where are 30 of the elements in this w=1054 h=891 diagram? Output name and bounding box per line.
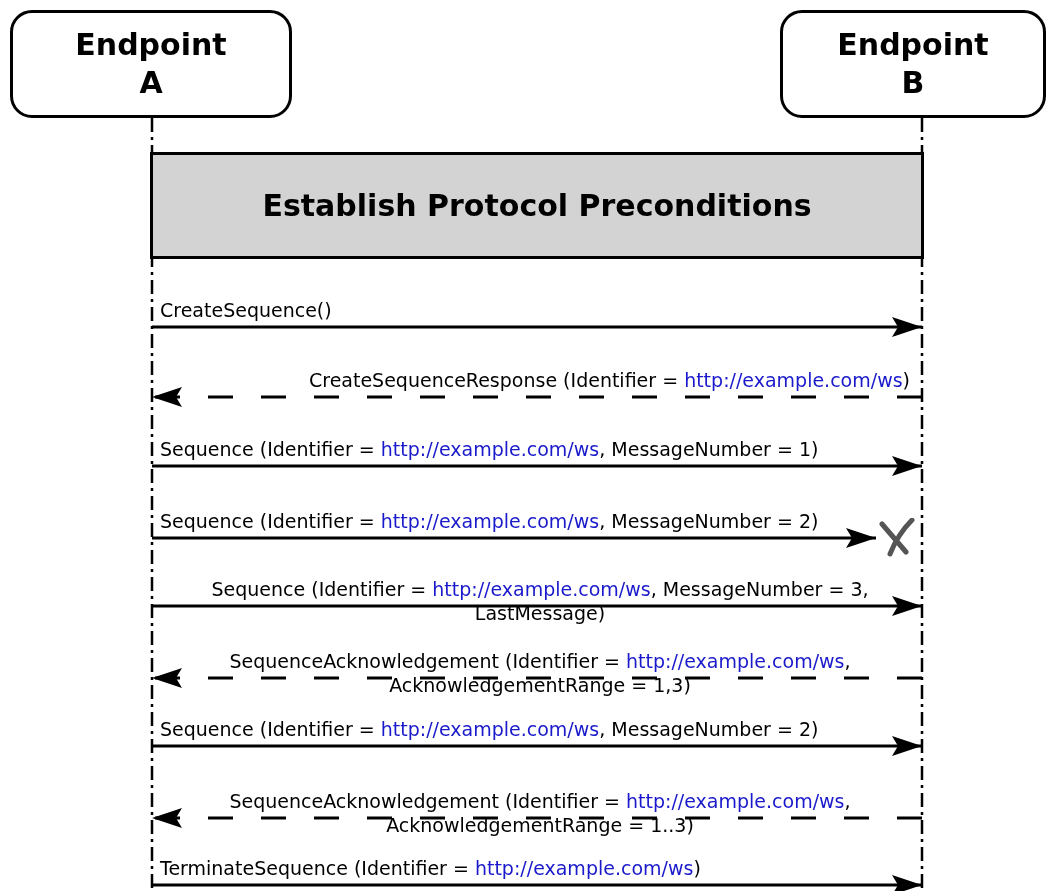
message-arrow bbox=[152, 596, 922, 616]
participant-name: Endpoint A bbox=[74, 26, 228, 102]
message-arrow bbox=[152, 808, 922, 828]
message-arrow bbox=[152, 528, 876, 548]
message-arrow bbox=[152, 456, 922, 476]
link: http://example.com/ws bbox=[626, 790, 845, 812]
edge-label: Sequence (Identifier = http://example.com/ws, MessageNumber = 3, LastMessage) bbox=[210, 577, 870, 625]
link: http://example.com/ws bbox=[684, 369, 903, 391]
message-arrow bbox=[152, 317, 922, 337]
edge-label: SequenceAcknowledgement (Identifier = http://example.com/ws, AcknowledgementRange = 1,3) bbox=[228, 649, 852, 697]
message-arrow bbox=[152, 736, 922, 756]
link: http://example.com/ws bbox=[626, 650, 845, 672]
edge-label: CreateSequenceResponse (Identifier = http://example.com/ws) bbox=[308, 368, 910, 392]
edge-label: Sequence (Identifier = http://example.com/ws, MessageNumber = 1) bbox=[160, 437, 819, 461]
link: http://example.com/ws bbox=[380, 718, 600, 740]
link: http://example.com/ws bbox=[380, 438, 600, 460]
phase-title: Establish Protocol Preconditions bbox=[262, 188, 812, 223]
link: http://example.com/ws bbox=[432, 578, 651, 600]
edge-label: Sequence (Identifier = http://example.com/ws, MessageNumber = 2) bbox=[160, 717, 819, 741]
cross-mark bbox=[876, 518, 916, 558]
edge-label: Sequence (Identifier = http://example.com/ws, MessageNumber = 2) bbox=[160, 509, 819, 533]
message-arrow bbox=[152, 668, 922, 688]
edge-label: TerminateSequence (Identifier = http://example.com/ws) bbox=[160, 856, 701, 880]
message-arrow bbox=[152, 387, 922, 407]
link: http://example.com/ws bbox=[474, 857, 694, 879]
link: http://example.com/ws bbox=[380, 510, 600, 532]
phase-band bbox=[150, 152, 924, 259]
edge-label: CreateSequence() bbox=[160, 298, 332, 322]
participant-name: Endpoint B bbox=[836, 26, 990, 102]
message-arrow bbox=[152, 875, 922, 891]
